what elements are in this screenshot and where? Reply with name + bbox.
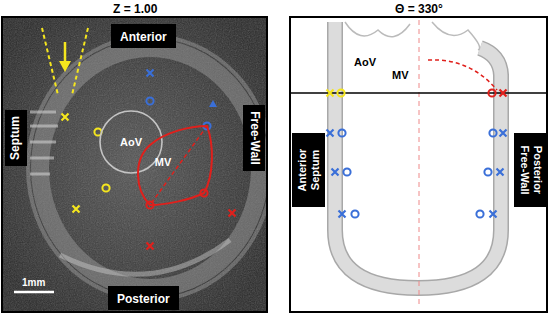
circle-marker [476,210,483,217]
posterior-wall-echo [60,240,230,274]
lv-wall-outline [335,22,501,288]
marker-group [62,70,507,250]
panel-title: Θ = 330° [395,2,443,16]
circle-marker [489,129,496,136]
wall-label-box: Posterior Free-Wall [514,133,547,207]
mv-plane-curve [428,60,497,90]
cross-marker [327,90,334,97]
valve-label: AoV [354,56,376,68]
probe-guide-line [42,28,58,95]
septum-stripes [30,112,58,174]
wall-label: Free-Wall [247,111,261,165]
circle-marker [484,168,491,175]
triangle-marker [209,100,217,107]
epicardium-ring [28,36,267,300]
valve-label: MV [155,156,172,168]
wall-label: Anterior Septum [296,139,321,201]
lv-wall [335,22,501,288]
cross-marker [327,130,334,137]
left-panel-frame [2,17,267,312]
view-label-box: Anterior [111,24,176,48]
panel-title: Z = 1.00 [113,2,157,16]
aortic-cusps [345,22,410,37]
cross-marker [229,210,236,217]
cross-marker [339,211,346,218]
center-axis [419,20,420,308]
wall-label: Posterior Free-Wall [518,139,543,201]
valve-label: AoV [120,136,142,148]
wall-label-box: Anterior Septum [292,133,325,207]
myocardium-ring [40,48,260,288]
view-label-box: Posterior [108,286,179,310]
view-label-box: Septum [5,110,27,166]
circle-marker [351,210,358,217]
cross-marker [62,114,69,121]
cross-marker [147,70,154,77]
cross-marker [147,243,154,250]
circle-marker [488,89,495,96]
cross-marker [332,169,339,176]
view-label: Posterior [117,293,170,307]
circle-marker [343,168,350,175]
ultrasound-image [2,17,267,312]
view-label: Anterior [120,31,167,45]
right-panel-frame [290,17,547,312]
circle-marker [338,129,345,136]
cross-marker [497,169,504,176]
probe-guide-line [72,28,88,95]
mv-outline [138,126,212,205]
circle-marker [102,184,109,191]
mitral-valve-outline: MV [134,122,218,212]
cross-marker [490,211,497,218]
valve-label: MV [392,69,409,81]
scale-bar [14,291,54,294]
probe-arrow-head [59,61,71,72]
mitral-leaflets [432,22,480,50]
probe-arrow [64,42,67,64]
cross-marker [500,130,507,137]
wall-label: Septum [9,116,23,160]
scale-label: 1mm [22,277,45,288]
shape-outline [134,122,218,212]
circle-marker [146,97,153,104]
view-label-box: Free-Wall [243,105,265,171]
cross-marker [500,90,507,97]
cross-marker [73,206,80,213]
circle-marker [337,89,344,96]
